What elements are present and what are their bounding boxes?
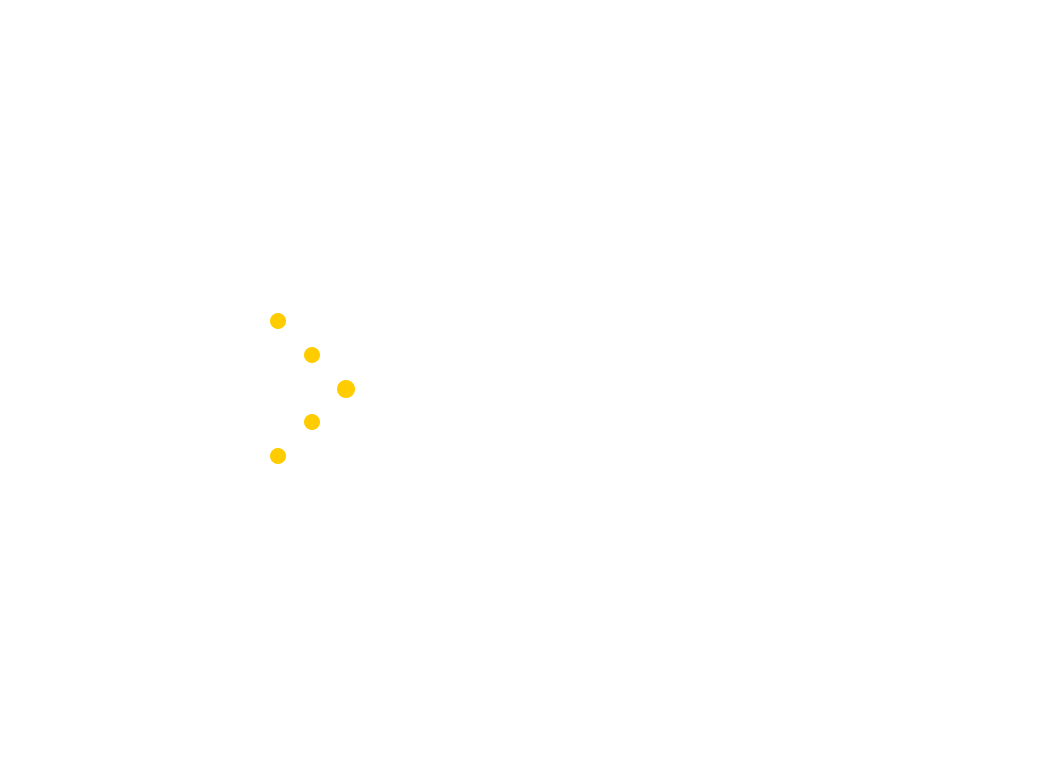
chevron-dot-icon [337,380,355,398]
chevron-dot-icon [304,347,320,363]
chevron-dot-icon [304,414,320,430]
dotted-chevron-right-button[interactable] [260,303,370,475]
chevron-dot-icon [270,313,286,329]
chevron-dot-icon [270,448,286,464]
